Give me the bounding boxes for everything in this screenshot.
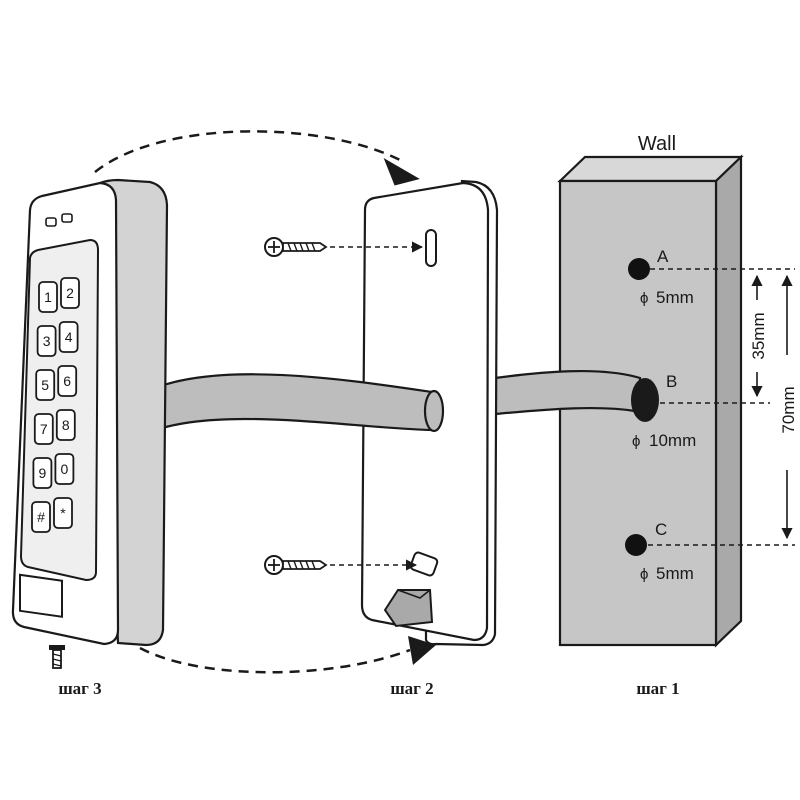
diameter-symbol-b: ϕ [632, 433, 640, 450]
keypad-key-label: 3 [43, 333, 51, 349]
screw-bottom [264, 555, 328, 575]
keypad-key-label: 2 [66, 285, 74, 301]
step-1-label: шаг 1 [636, 679, 679, 698]
keypad-device [11, 178, 169, 647]
plate-top-slot [425, 229, 437, 267]
keypad-key-label: 6 [63, 373, 71, 389]
wall-label: Wall [638, 133, 676, 155]
keypad-key-hash: # [31, 501, 51, 533]
hole-a-letter: A [657, 247, 669, 266]
keypad-bottom-window [19, 573, 63, 618]
hole-b-diameter: 10mm [649, 431, 696, 450]
plate-hook [383, 589, 434, 628]
keypad-key-label: * [60, 505, 66, 521]
keypad-key-4: 4 [58, 321, 79, 353]
step-2-label: шаг 2 [390, 679, 433, 698]
keypad-key-label: 1 [44, 289, 52, 305]
keypad-key-5: 5 [35, 369, 56, 401]
keypad-key-label: 5 [41, 377, 49, 393]
diameter-symbol-c: ϕ [640, 566, 648, 583]
hole-a-diameter: 5mm [656, 288, 694, 307]
keypad-key-star: * [53, 497, 73, 529]
screw-top [264, 237, 328, 257]
keypad-bottom-screw [49, 645, 65, 669]
keypad-key-label: 7 [40, 421, 48, 437]
keypad-led-left [45, 217, 57, 227]
dimension-ab: 35mm [749, 312, 768, 359]
step-3-label: шаг 3 [58, 679, 101, 698]
keypad-key-8: 8 [55, 409, 76, 441]
keypad-key-6: 6 [57, 365, 78, 397]
keypad-key-7: 7 [33, 413, 54, 445]
hole-c [625, 534, 647, 556]
hole-a [628, 258, 650, 280]
top-motion-arrow [94, 130, 420, 186]
dimension-ac: 70mm [779, 386, 798, 433]
keypad-key-label: 8 [62, 417, 70, 433]
dimension-lines [648, 268, 795, 546]
keypad-led-right [61, 213, 73, 223]
cable-to-wall [493, 370, 659, 422]
keypad-key-3: 3 [36, 325, 57, 357]
bottom-motion-arrow [139, 636, 436, 674]
keypad-key-label: # [37, 509, 45, 525]
hole-c-letter: C [655, 520, 667, 539]
keypad-key-1: 1 [38, 281, 58, 313]
hole-b-letter: B [666, 372, 677, 391]
cable-through-plate [148, 373, 445, 434]
keypad-key-label: 9 [39, 465, 47, 481]
keypad-key-2: 2 [60, 277, 80, 309]
keypad-key-9: 9 [32, 457, 53, 489]
keypad-key-0: 0 [54, 453, 75, 485]
diameter-symbol-a: ϕ [640, 290, 648, 307]
hole-c-diameter: 5mm [656, 564, 694, 583]
keypad-key-label: 0 [61, 461, 69, 477]
keypad-key-label: 4 [65, 329, 73, 345]
